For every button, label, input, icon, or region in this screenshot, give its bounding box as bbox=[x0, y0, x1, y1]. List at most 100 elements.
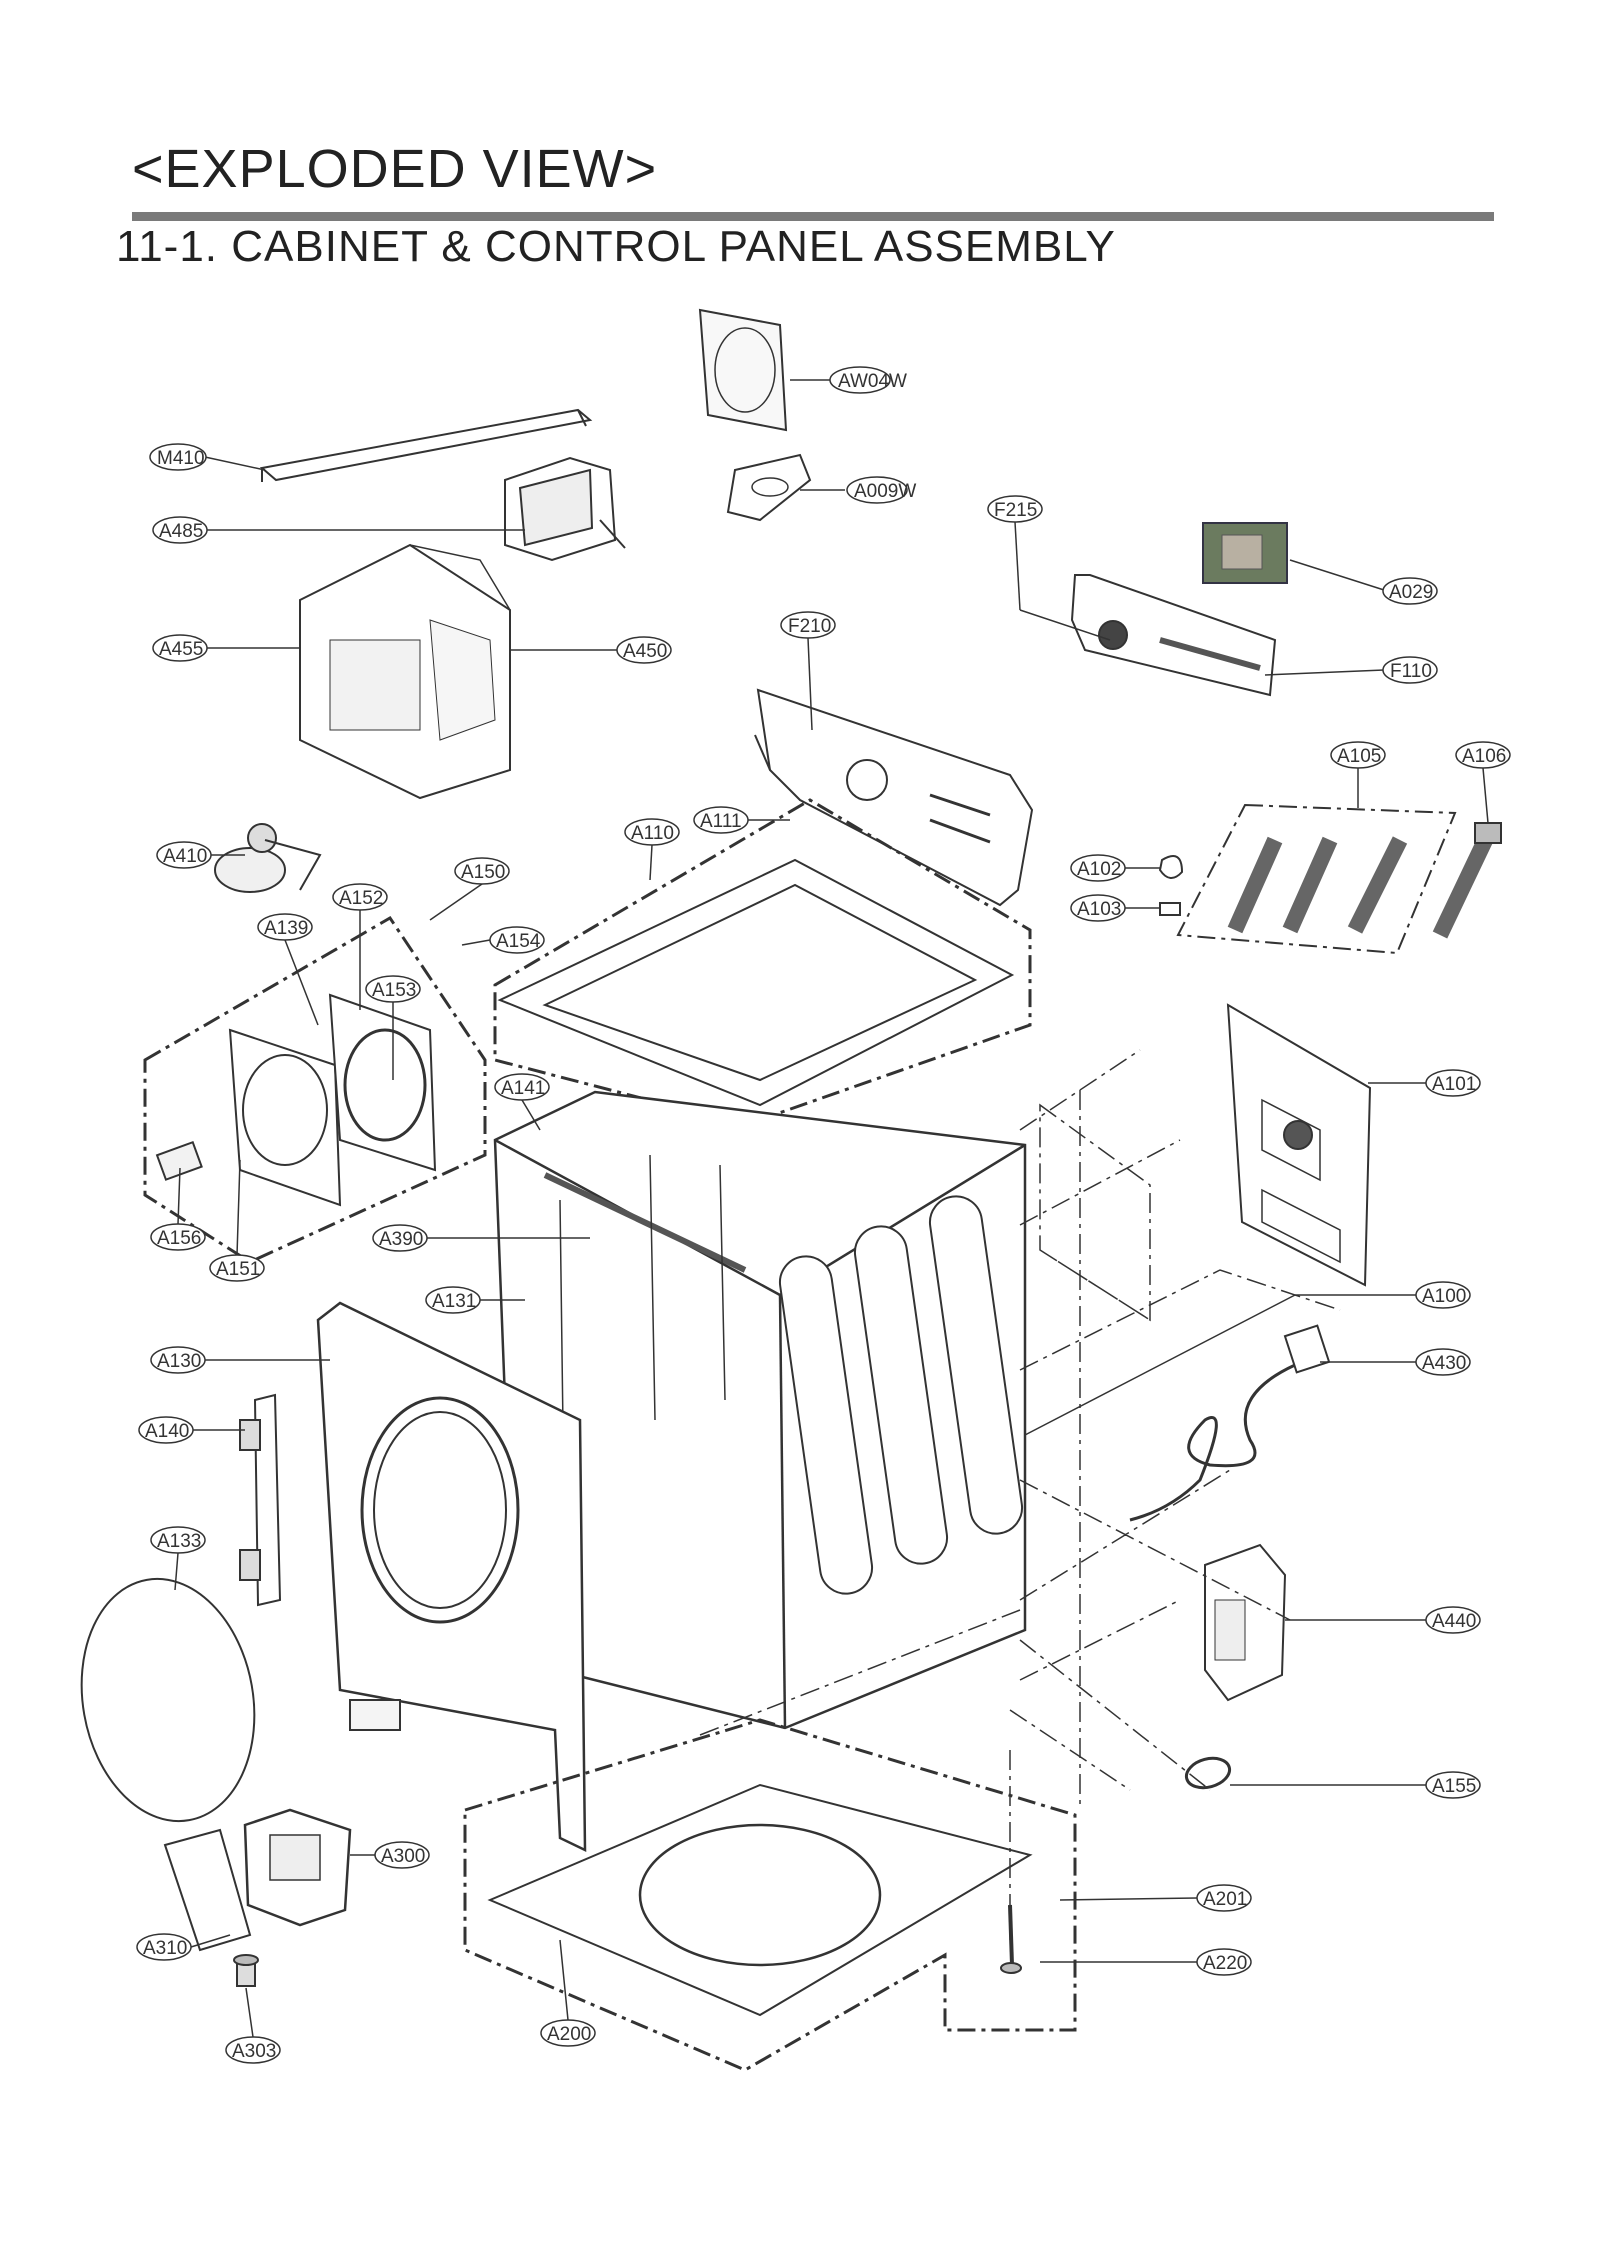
part-a106-damper bbox=[1432, 822, 1502, 939]
part-a485-box bbox=[504, 456, 626, 562]
callout-a200: A200 bbox=[540, 1939, 596, 2047]
part-a102-hook bbox=[1158, 855, 1184, 879]
callout-a105: A105 bbox=[1330, 741, 1386, 808]
parts-drawing bbox=[80, 308, 1502, 2072]
part-aw04w-panel bbox=[698, 308, 788, 432]
callout-f110: F110 bbox=[1264, 656, 1438, 684]
label-a440: A440 bbox=[1432, 1611, 1476, 1632]
label-aw04w: AW04W bbox=[838, 371, 907, 392]
part-a105-dampers bbox=[1176, 803, 1457, 955]
callout-a485: A485 bbox=[152, 516, 525, 544]
label-a009w: A009W bbox=[854, 481, 916, 502]
callout-a153: A153 bbox=[365, 975, 421, 1080]
callout-a130: A130 bbox=[150, 1346, 330, 1374]
callout-a106: A106 bbox=[1455, 741, 1511, 824]
label-a156: A156 bbox=[157, 1228, 201, 1249]
callout-f215: F215 bbox=[987, 495, 1111, 641]
part-a440-filter bbox=[1204, 1543, 1287, 1702]
callouts: AW04W A009W M410 A485 F215 bbox=[136, 366, 1511, 2064]
callout-a103: A103 bbox=[1070, 894, 1160, 922]
label-f110: F110 bbox=[1390, 661, 1432, 682]
label-a200: A200 bbox=[547, 2024, 591, 2045]
part-a133-window bbox=[80, 1577, 256, 1823]
part-a410-pump bbox=[214, 823, 322, 893]
label-a390: A390 bbox=[379, 1229, 423, 1250]
callout-a410: A410 bbox=[156, 841, 245, 869]
callout-a303: A303 bbox=[225, 1987, 281, 2064]
label-a450: A450 bbox=[623, 641, 667, 662]
callout-a201: A201 bbox=[1059, 1884, 1252, 1912]
label-a102: A102 bbox=[1077, 859, 1121, 880]
label-a154: A154 bbox=[496, 931, 541, 952]
part-a155-cap bbox=[1184, 1756, 1232, 1790]
label-a140: A140 bbox=[145, 1421, 189, 1442]
label-a155: A155 bbox=[1432, 1776, 1476, 1797]
part-a009w-gasket bbox=[726, 453, 812, 522]
label-a133: A133 bbox=[157, 1531, 201, 1552]
callout-a450: A450 bbox=[510, 636, 672, 664]
title-divider bbox=[132, 212, 1494, 221]
callout-a390: A390 bbox=[372, 1224, 590, 1252]
callout-a151: A151 bbox=[209, 1159, 265, 1282]
label-f215: F215 bbox=[994, 500, 1037, 521]
label-a151: A151 bbox=[216, 1259, 260, 1280]
callout-a455: A455 bbox=[152, 634, 300, 662]
callout-a310: A310 bbox=[136, 1933, 231, 1961]
label-a300: A300 bbox=[381, 1846, 425, 1867]
callout-a154: A154 bbox=[461, 926, 545, 954]
label-f210: F210 bbox=[788, 616, 831, 637]
label-a101: A101 bbox=[1432, 1074, 1476, 1095]
callout-aw04w: AW04W bbox=[790, 366, 907, 394]
label-m410: M410 bbox=[157, 448, 205, 469]
label-a130: A130 bbox=[157, 1351, 201, 1372]
label-a131: A131 bbox=[432, 1291, 476, 1312]
label-a201: A201 bbox=[1203, 1889, 1247, 1910]
part-a101-rear-panel bbox=[1226, 1003, 1372, 1287]
label-a485: A485 bbox=[159, 521, 203, 542]
assembly-guide-lines bbox=[699, 1049, 1341, 1940]
part-m410-bracket bbox=[259, 408, 593, 482]
label-a110: A110 bbox=[631, 823, 674, 844]
callout-a440: A440 bbox=[1285, 1606, 1481, 1634]
callout-a430: A430 bbox=[1320, 1348, 1471, 1376]
callout-a102: A102 bbox=[1070, 854, 1160, 882]
label-a152: A152 bbox=[339, 888, 383, 909]
part-a310-cover bbox=[163, 1828, 252, 1952]
callout-f210: F210 bbox=[780, 611, 836, 731]
part-f210-control-panel bbox=[754, 688, 1034, 907]
callout-a101: A101 bbox=[1368, 1069, 1481, 1097]
label-a141: A141 bbox=[501, 1078, 545, 1099]
part-a029-module bbox=[1202, 522, 1288, 584]
part-a140-hinge bbox=[239, 1393, 282, 1607]
part-f215-display-board bbox=[1070, 574, 1277, 697]
part-a455-pcb-assembly bbox=[299, 543, 511, 800]
callout-a220: A220 bbox=[1040, 1948, 1252, 1976]
part-a430-power-cord bbox=[1129, 1324, 1331, 1522]
callout-a156: A156 bbox=[150, 1167, 206, 1251]
callout-a133: A133 bbox=[150, 1526, 206, 1591]
callout-a152: A152 bbox=[332, 883, 388, 1010]
label-a153: A153 bbox=[372, 980, 416, 1001]
callout-a140: A140 bbox=[138, 1416, 245, 1444]
callout-a111: A111 bbox=[693, 806, 790, 834]
callout-a155: A155 bbox=[1230, 1771, 1481, 1799]
label-a139: A139 bbox=[264, 918, 308, 939]
label-a310: A310 bbox=[143, 1938, 187, 1959]
label-a150: A150 bbox=[461, 862, 505, 883]
label-a410: A410 bbox=[163, 846, 207, 867]
label-a105: A105 bbox=[1337, 746, 1381, 767]
label-a220: A220 bbox=[1203, 1953, 1247, 1974]
label-a100: A100 bbox=[1422, 1286, 1466, 1307]
part-a303-screw bbox=[233, 1954, 259, 1987]
callout-a110: A110 bbox=[624, 818, 680, 881]
label-a303: A303 bbox=[232, 2041, 276, 2062]
callout-a139: A139 bbox=[257, 913, 319, 1026]
part-a220-foot bbox=[1000, 1904, 1022, 1974]
part-a150-door-assembly bbox=[143, 915, 487, 1264]
label-a111: A111 bbox=[700, 811, 742, 832]
callout-a100: A100 bbox=[1024, 1281, 1471, 1436]
part-a130-front-panel bbox=[316, 1301, 587, 1852]
callout-a131: A131 bbox=[425, 1286, 525, 1314]
